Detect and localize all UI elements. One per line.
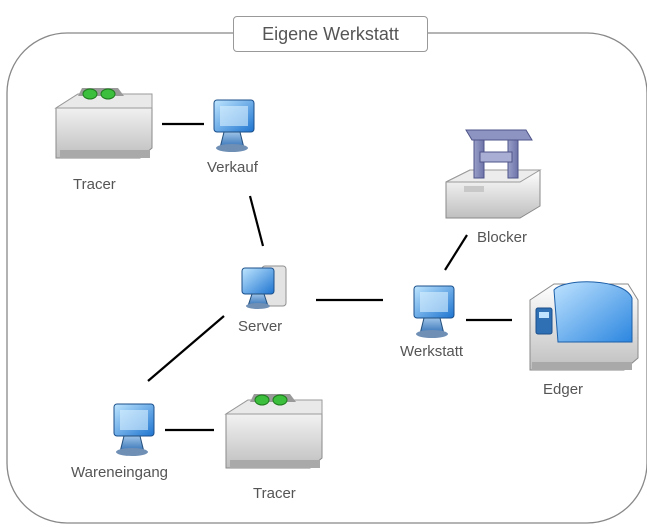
node-label-server: Server xyxy=(238,318,283,335)
workstation-icon xyxy=(113,403,155,456)
node-label-tracer-top: Tracer xyxy=(73,176,116,193)
tracer-device-icon xyxy=(224,394,323,469)
workstation-icon xyxy=(213,99,255,152)
workstation-icon xyxy=(413,285,455,338)
node-label-edger: Edger xyxy=(543,381,584,398)
link-verkauf-server xyxy=(248,195,265,247)
node-label-blocker: Blocker xyxy=(477,229,528,246)
tracer-device-icon xyxy=(54,88,153,159)
node-label-verkauf: Verkauf xyxy=(207,159,258,176)
node-label-wareneingang: Wareneingang xyxy=(71,464,169,481)
node-label-tracer-bottom: Tracer xyxy=(253,485,296,502)
diagram-title: Eigene Werkstatt xyxy=(233,16,428,52)
server-icon xyxy=(241,265,287,309)
node-label-werkstatt: Werkstatt xyxy=(400,343,464,360)
blocker-press-icon xyxy=(445,129,542,219)
link-server-wareneingang xyxy=(147,315,225,382)
connections xyxy=(147,122,512,432)
link-werkstatt-blocker xyxy=(444,234,468,271)
edger-machine-icon xyxy=(529,281,639,371)
